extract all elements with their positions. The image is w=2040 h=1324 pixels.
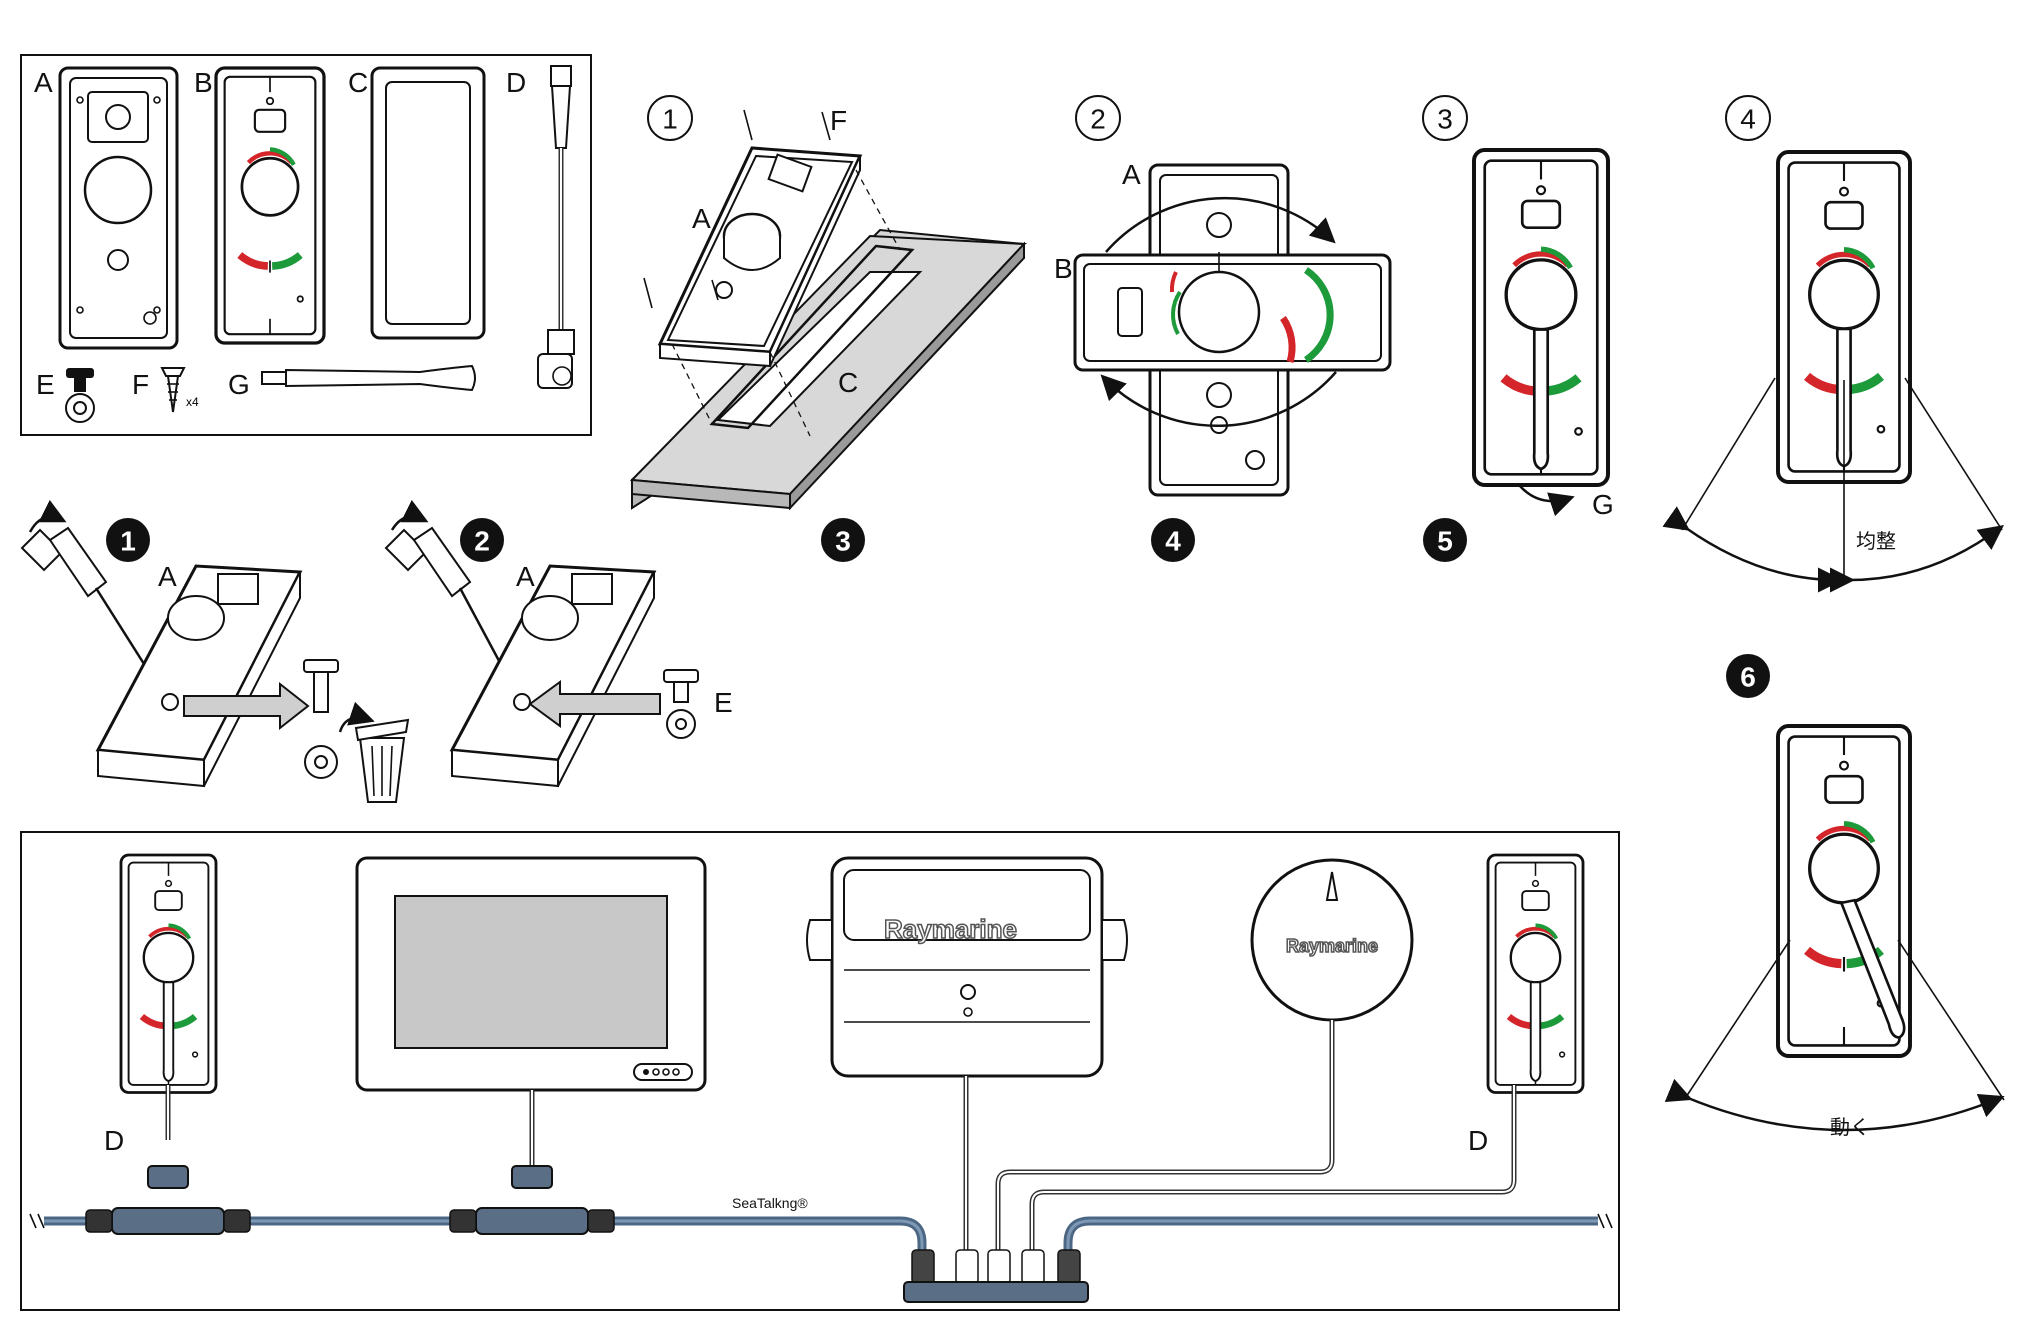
step-filled-1: 1 xyxy=(120,526,136,557)
step-filled-5: 5 xyxy=(1437,526,1453,557)
step-4-balance: 4 均整 xyxy=(1662,95,2005,593)
step-2-orientation: 2 A B xyxy=(1054,95,1392,497)
compass-brand: Raymarine xyxy=(1286,936,1378,956)
step-outline-1: 1 xyxy=(662,104,678,135)
part-d-cable xyxy=(537,65,575,389)
t-piece-mid xyxy=(449,1165,615,1235)
label-move: 動く xyxy=(1830,1115,1870,1139)
label-a-step1: A xyxy=(692,203,711,234)
label-e: E xyxy=(36,369,55,400)
step-outline-4: 4 xyxy=(1740,104,1756,135)
label-a-filled2: A xyxy=(516,561,535,592)
label-d-net-left: D xyxy=(104,1125,124,1156)
part-b-front-panel xyxy=(216,68,324,343)
step-1-mounting: 1 F A C xyxy=(629,95,1028,511)
label-c-step1: C xyxy=(838,367,858,398)
step-filled-3: 3 xyxy=(835,526,851,557)
label-b-step2: B xyxy=(1054,253,1073,284)
step-outline-2: 2 xyxy=(1090,104,1106,135)
network-display xyxy=(355,856,707,1092)
label-e-filled2: E xyxy=(714,687,733,718)
label-a-filled1: A xyxy=(158,561,177,592)
label-d-net-right: D xyxy=(1468,1125,1488,1156)
five-way-hub xyxy=(903,1249,1089,1303)
step-6-movement: 動く xyxy=(1664,726,2005,1139)
part-g-handle xyxy=(261,364,476,392)
label-g-step3: G xyxy=(1592,489,1614,520)
t-piece-left xyxy=(85,1165,251,1235)
step-filled-6: 6 xyxy=(1740,662,1756,693)
part-f-screw xyxy=(160,367,186,413)
step-filled-4: 4 xyxy=(1165,526,1181,557)
network-pilot-left xyxy=(121,855,216,1093)
step-2-insert-screw: A E xyxy=(384,499,733,788)
step-1-remove-screw: A xyxy=(20,499,410,803)
part-a-mounting-plate xyxy=(58,66,179,350)
label-a: A xyxy=(34,67,53,98)
network-diagram: D Raymarine Raymarine xyxy=(20,831,1620,1311)
acu-brand: Raymarine xyxy=(884,914,1017,944)
filled-step-markers-row: 1 2 3 4 5 6 xyxy=(106,518,1770,698)
parts-box: A B C D E F x4 G xyxy=(20,54,592,436)
step-3-handle: 3 G xyxy=(1422,95,1614,520)
label-x4: x4 xyxy=(186,395,199,409)
label-d: D xyxy=(506,67,526,98)
network-pilot-right xyxy=(1488,855,1583,1093)
step-outline-3: 3 xyxy=(1437,104,1453,135)
part-e-screw-washer xyxy=(65,368,95,423)
label-f-step1: F xyxy=(830,105,847,136)
label-b: B xyxy=(194,67,213,98)
network-compass: Raymarine xyxy=(1250,858,1414,1022)
label-f: F xyxy=(132,369,149,400)
step-filled-2: 2 xyxy=(474,526,490,557)
bus-label: SeaTalkng® xyxy=(732,1195,808,1211)
label-c: C xyxy=(348,67,368,98)
label-a-step2: A xyxy=(1122,159,1141,190)
label-balance: 均整 xyxy=(1856,529,1896,553)
label-g: G xyxy=(228,369,250,400)
part-c-gasket xyxy=(370,66,486,340)
network-acu: Raymarine xyxy=(806,856,1128,1078)
